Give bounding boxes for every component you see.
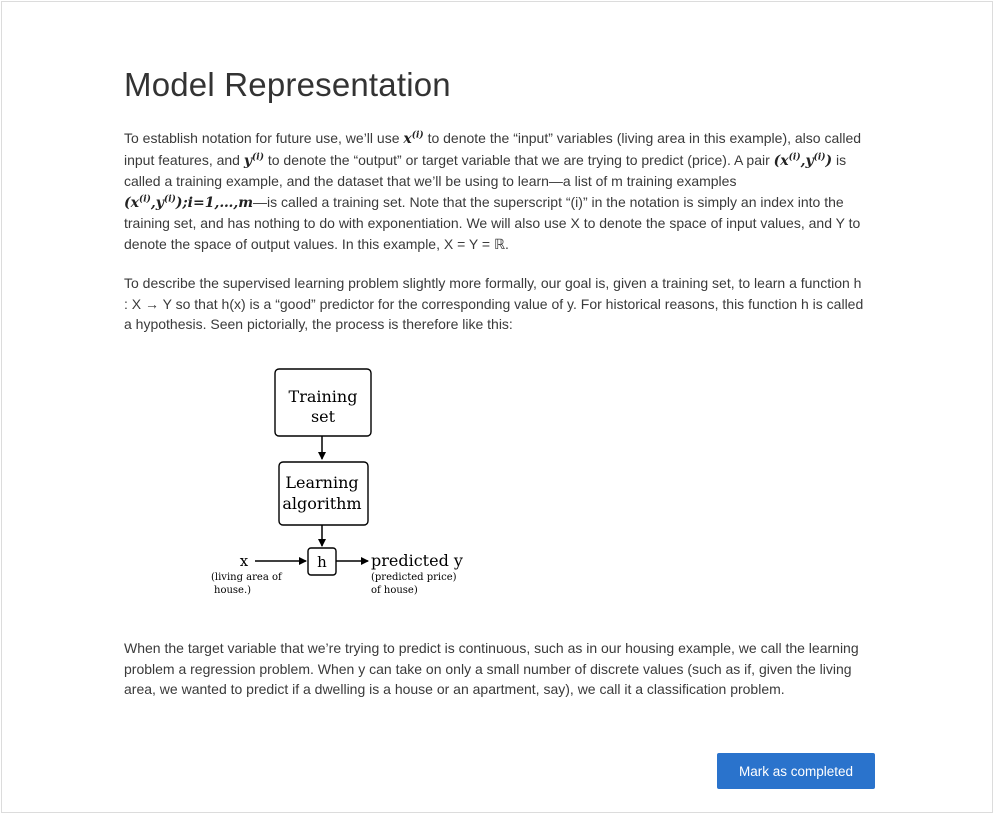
mark-as-completed-button[interactable]: Mark as completed (717, 753, 875, 789)
math-y-i: y(i) (243, 151, 264, 169)
x-note-2: house.) (214, 585, 251, 596)
page-title: Model Representation (124, 66, 451, 103)
learning-diagram: Training set Learning algorithm h x (liv… (211, 368, 463, 596)
learning-algorithm-label-2: algorithm (282, 494, 361, 513)
lesson-content: Model Representation To establish notati… (124, 66, 864, 697)
paragraph-hypothesis: To describe the supervised learning prob… (124, 275, 864, 332)
text: To establish notation for future use, we… (124, 130, 404, 146)
predicted-y-label: predicted y (371, 551, 463, 570)
y-note-2: of house) (371, 585, 418, 596)
math-pair: (x(i),y(i)) (773, 151, 833, 169)
paragraph-regression-classification: When the target variable that we’re tryi… (124, 640, 859, 697)
x-note-1: (living area of (211, 572, 283, 583)
learning-algorithm-label-1: Learning (285, 473, 358, 492)
text: is called a training example, and the da… (124, 151, 847, 190)
math-x-i: x(i) (403, 130, 424, 147)
hypothesis-label: h (317, 553, 327, 571)
x-label: x (240, 552, 249, 570)
learning-algorithm-box (278, 461, 369, 526)
y-note-1: (predicted price) (371, 572, 457, 583)
text: to denote the “output” or target variabl… (263, 151, 774, 168)
training-set-label-2: set (311, 407, 336, 426)
math-training-set: (x(i),y(i));i=1,…,m (124, 193, 254, 211)
text: —is called a training set. Note that the… (124, 193, 861, 252)
text: to denote the “input” variables (living … (124, 130, 862, 168)
training-set-label-1: Training (289, 387, 358, 406)
paragraph-notation: To establish notation for future use, we… (124, 128, 864, 254)
training-set-box (274, 368, 372, 437)
